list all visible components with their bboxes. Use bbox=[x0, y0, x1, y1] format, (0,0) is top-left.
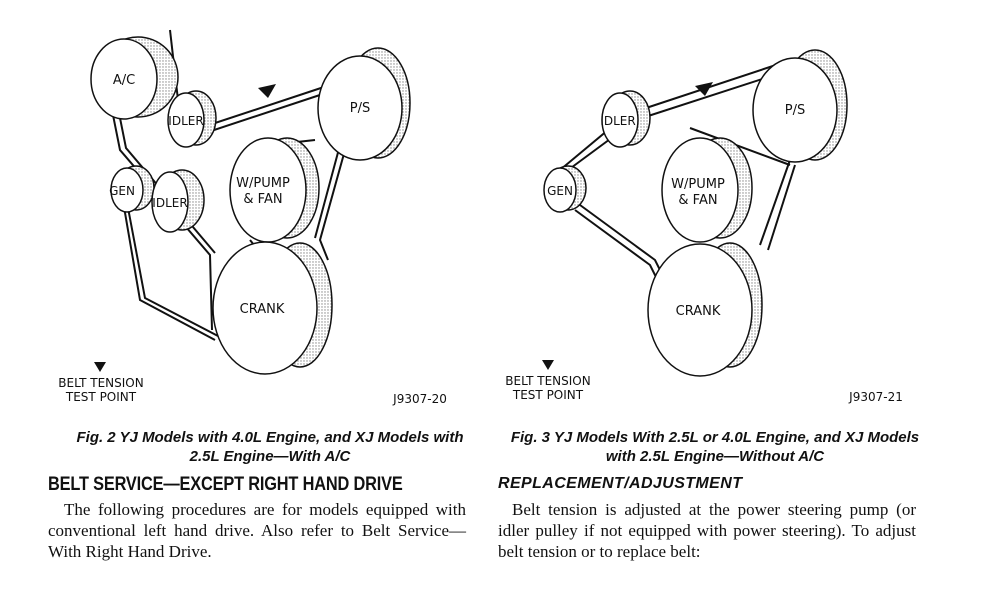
belt-diagram-without-ac: IDLER P/S GEN W/PUMP & FAN CRANK BELT TE… bbox=[505, 49, 903, 404]
ps-pulley: P/S bbox=[317, 47, 411, 161]
crankshaft-pulley: CRANK bbox=[647, 242, 763, 377]
figure-2-caption: Fig. 2 YJ Models with 4.0L Engine, and X… bbox=[76, 429, 464, 465]
figure-3-caption: Fig. 3 YJ Models With 2.5L or 4.0L Engin… bbox=[510, 429, 920, 465]
figure-code: J9307-20 bbox=[392, 392, 447, 406]
section-heading-belt-service: BELT SERVICE—EXCEPT RIGHT HAND DRIVE bbox=[48, 474, 403, 495]
wpump-label-line1: W/PUMP bbox=[236, 176, 290, 191]
section-heading-replacement: REPLACEMENT/ADJUSTMENT bbox=[498, 475, 743, 492]
figure-code: J9307-21 bbox=[848, 390, 903, 404]
idler-top-label: IDLER bbox=[168, 114, 203, 128]
gen-label: GEN bbox=[109, 184, 135, 198]
ac-label: A/C bbox=[113, 73, 135, 88]
test-point-label-line2: TEST POINT bbox=[65, 390, 137, 404]
idler-pulley: IDLER bbox=[600, 90, 651, 148]
idler-label: IDLER bbox=[600, 114, 635, 128]
test-point-label-line2: TEST POINT bbox=[512, 388, 584, 402]
idler-pulley-low: IDLER bbox=[151, 169, 205, 233]
crank-label: CRANK bbox=[676, 304, 721, 319]
replacement-paragraph: Belt tension is adjusted at the power st… bbox=[498, 500, 916, 561]
test-point-label-line1: BELT TENSION bbox=[505, 374, 590, 388]
crankshaft-pulley: CRANK bbox=[212, 241, 333, 375]
wpump-label-line1: W/PUMP bbox=[671, 177, 725, 192]
wpump-label-line2: & FAN bbox=[678, 193, 717, 208]
test-point-label-line1: BELT TENSION bbox=[58, 376, 143, 390]
ps-pulley: P/S bbox=[752, 49, 848, 163]
generator-pulley: GEN bbox=[543, 165, 587, 213]
test-point-arrow-icon bbox=[94, 362, 106, 372]
belt-direction-arrow-icon bbox=[258, 84, 276, 98]
water-pump-fan-pulley: W/PUMP & FAN bbox=[661, 137, 753, 243]
belt-diagram-with-ac: A/C IDLER P/S W/PUMP & FAN GEN IDLER CRA… bbox=[58, 29, 447, 406]
ps-label: P/S bbox=[350, 101, 370, 116]
belt-service-paragraph: The following procedures are for models … bbox=[48, 500, 466, 561]
crank-label: CRANK bbox=[240, 302, 285, 317]
idler-pulley-top: IDLER bbox=[167, 90, 217, 148]
idler-low-label: IDLER bbox=[152, 196, 187, 210]
belt-direction-arrow-icon bbox=[695, 82, 713, 96]
ac-pulley: A/C bbox=[90, 36, 179, 120]
generator-pulley: GEN bbox=[109, 165, 155, 213]
test-point-arrow-icon bbox=[542, 360, 554, 370]
gen-label: GEN bbox=[547, 184, 573, 198]
water-pump-fan-pulley: W/PUMP & FAN bbox=[229, 137, 320, 243]
ps-label: P/S bbox=[785, 103, 805, 118]
wpump-label-line2: & FAN bbox=[243, 192, 282, 207]
